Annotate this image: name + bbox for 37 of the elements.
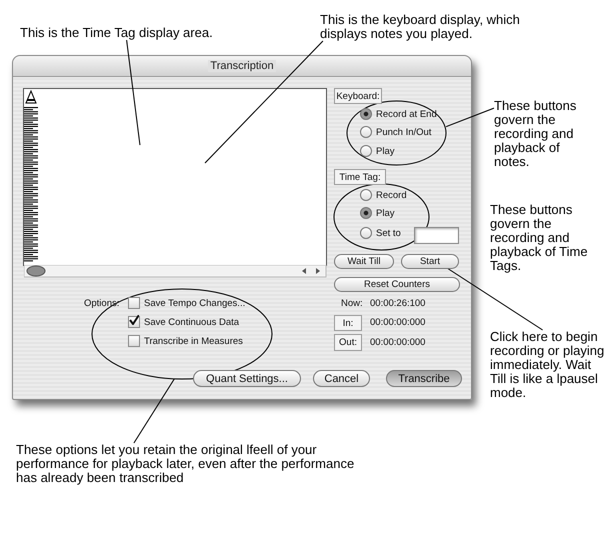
push-button: Wait Till <box>334 254 394 269</box>
group-label: In: <box>334 315 362 331</box>
radio-button: Record at End <box>360 108 437 120</box>
push-button: Cancel <box>313 370 370 387</box>
radio-button: Set to <box>360 227 401 239</box>
input-field <box>414 227 459 244</box>
push-button: Reset Counters <box>334 277 460 292</box>
radio-button: Punch In/Out <box>360 126 432 138</box>
radio-button: Play <box>360 145 394 157</box>
push-button: Transcribe <box>386 370 462 387</box>
callout-text: This is the Time Tag display area. <box>20 26 280 40</box>
checkbox: Save Tempo Changes... <box>128 297 246 309</box>
leader-line <box>133 378 175 444</box>
dialog-window <box>12 55 472 400</box>
leader-line <box>126 40 140 146</box>
leader-line <box>446 268 544 330</box>
group-label: Keyboard: <box>334 88 382 104</box>
group-label: Time Tag: <box>334 169 386 185</box>
callout-text: This is the keyboard display, which displays notes you played. <box>320 13 545 41</box>
callout-text: These buttons govern the recording and playback of Time Tags. <box>490 203 589 273</box>
callout-text: These options let you retain the original lfeell of your performance for playback later, even after the performance has already been transcribed <box>16 443 368 485</box>
time-readout: 00:00:00:000 <box>370 337 426 348</box>
checkbox: Save Continuous Data <box>128 316 240 328</box>
time-readout: 00:00:00:000 <box>370 317 426 328</box>
field-label: Now: <box>341 298 363 309</box>
group-label: Out: <box>334 334 362 351</box>
window-title: Transcription <box>208 60 276 72</box>
leader-line <box>204 40 324 164</box>
push-button: Quant Settings... <box>193 370 301 387</box>
callout-text: Click here to begin recording or playing immediately. Wait Till is like a lpausel mode. <box>490 330 608 414</box>
callout-text: These buttons govern the recording and playback of notes. <box>494 99 590 169</box>
time-readout: 00:00:26:100 <box>370 298 426 309</box>
radio-button: Play <box>360 207 394 219</box>
radio-button: Record <box>360 189 407 201</box>
leader-line <box>446 108 494 128</box>
push-button: Start <box>401 254 459 269</box>
checkbox: Transcribe in Measures <box>128 335 243 347</box>
